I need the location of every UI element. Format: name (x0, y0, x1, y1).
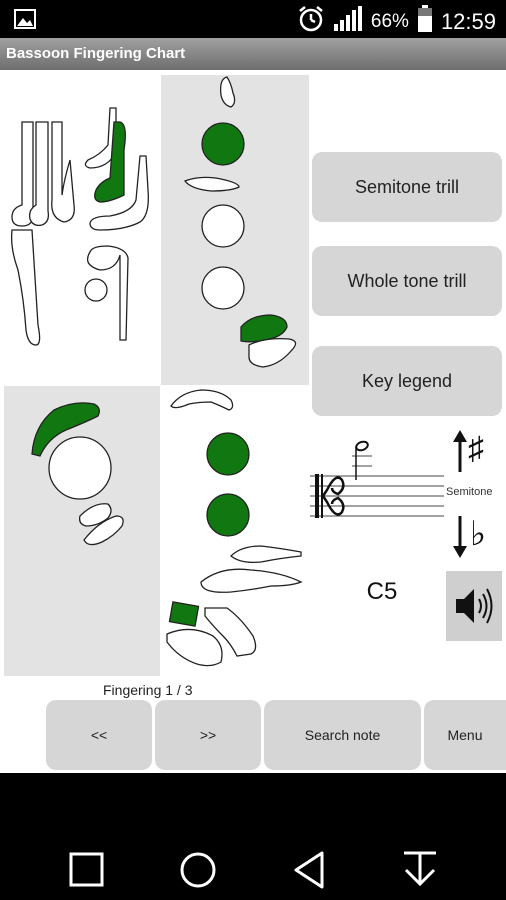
speaker-icon (456, 588, 493, 624)
whole-tone-trill-button[interactable]: Whole tone trill (312, 246, 502, 316)
next-fingering-button[interactable]: >> (155, 700, 261, 770)
battery-icon (417, 5, 433, 39)
alarm-icon (297, 5, 325, 39)
right-hand-thumb-keys (4, 386, 160, 676)
key-legend-button[interactable]: Key legend (312, 346, 502, 416)
left-hand-thumb-keys (0, 70, 160, 382)
semitone-trill-button[interactable]: Semitone trill (312, 152, 502, 222)
left-hand-front-keys (161, 75, 309, 385)
search-note-button[interactable]: Search note (264, 700, 421, 770)
prev-fingering-button[interactable]: << (46, 700, 152, 770)
flat-symbol: ♭ (470, 515, 487, 553)
image-icon (14, 9, 36, 34)
download-arrow-icon (404, 851, 436, 887)
status-bar: 66% 12:59 (0, 0, 506, 38)
arrow-up-icon (453, 430, 467, 472)
right-hand-front-keys (161, 386, 309, 676)
signal-icon (333, 6, 363, 38)
home-button[interactable] (168, 839, 230, 899)
app-content: Semitone trill Whole tone trill Key lege… (0, 70, 506, 773)
semitone-label: Semitone (446, 486, 493, 498)
triangle-back-icon (294, 851, 324, 889)
circle-home-icon (180, 852, 216, 888)
back-button[interactable] (280, 839, 342, 899)
clock: 12:59 (440, 9, 496, 34)
recents-button[interactable] (56, 839, 118, 899)
music-staff: ♯ Semitone ♭ (310, 428, 506, 628)
sharp-symbol: ♯ (468, 430, 484, 466)
arrow-down-icon (453, 516, 467, 558)
app-title: Bassoon Fingering Chart (0, 38, 506, 70)
battery-text: 66% (370, 11, 409, 32)
menu-button[interactable]: Menu (424, 700, 506, 770)
fingering-counter: Fingering 1 / 3 (103, 682, 193, 698)
speaker-button[interactable] (446, 571, 502, 641)
note-name: C5 (366, 578, 398, 605)
c-clef-icon (315, 474, 345, 518)
hide-keyboard-button[interactable] (390, 839, 452, 899)
navigation-bar (0, 773, 506, 900)
square-recents-icon (69, 852, 104, 887)
